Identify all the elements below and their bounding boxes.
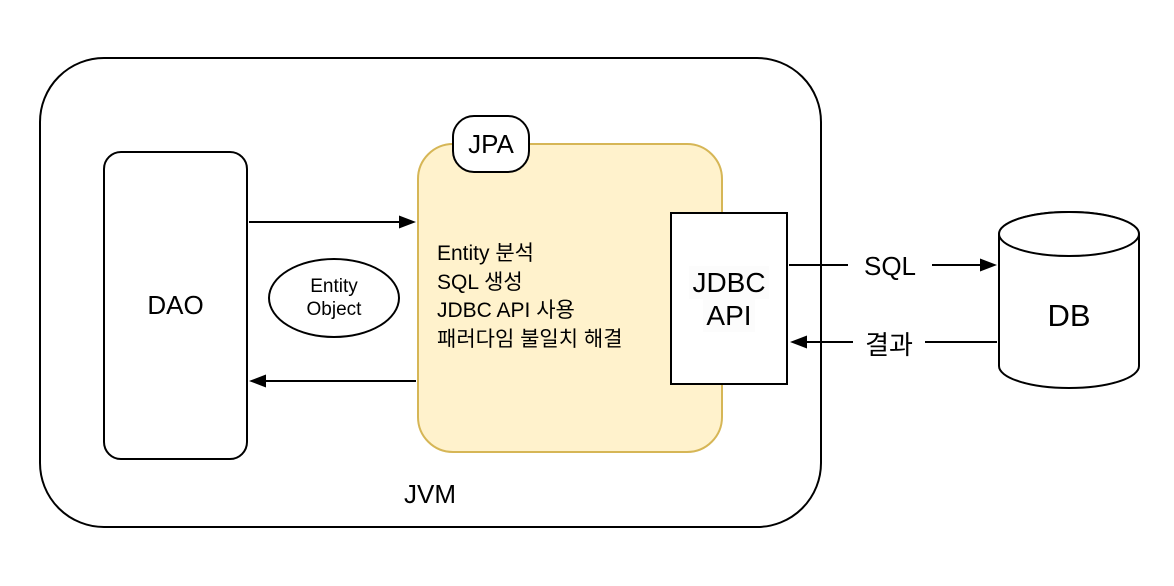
jvm-container-box [39, 57, 822, 528]
jpa-badge-label: JPA [468, 128, 514, 159]
jpa-feature-list: Entity 분석 SQL 생성 JDBC API 사용 패러다임 불일치 해결 [437, 240, 707, 354]
dao-box: DAO [103, 151, 248, 460]
sql-edge-label: SQL [848, 249, 932, 283]
jpa-badge: JPA [452, 115, 530, 173]
jdbc-api-label-line1: JDBC [689, 265, 769, 299]
dao-label: DAO [147, 290, 204, 320]
db-label: DB [1047, 298, 1091, 333]
entity-object-label-line2: Object [306, 299, 362, 320]
jdbc-api-box: JDBC API [670, 212, 788, 385]
jpa-feature-sql-generation: SQL 생성 [437, 270, 523, 294]
jpa-feature-entity-analysis: Entity 분석 [437, 242, 534, 265]
jpa-feature-jdbc-api-usage: JDBC API 사용 [437, 299, 575, 322]
result-edge-label: 결과 [853, 326, 925, 360]
jdbc-api-label-line2: API [703, 298, 755, 332]
entity-object-ellipse: Entity Object [268, 258, 400, 338]
jvm-label: JVM [404, 478, 456, 509]
jpa-feature-paradigm-mismatch: 패러다임 불일치 해결 [437, 327, 623, 351]
entity-object-label-line1: Entity [310, 276, 358, 297]
